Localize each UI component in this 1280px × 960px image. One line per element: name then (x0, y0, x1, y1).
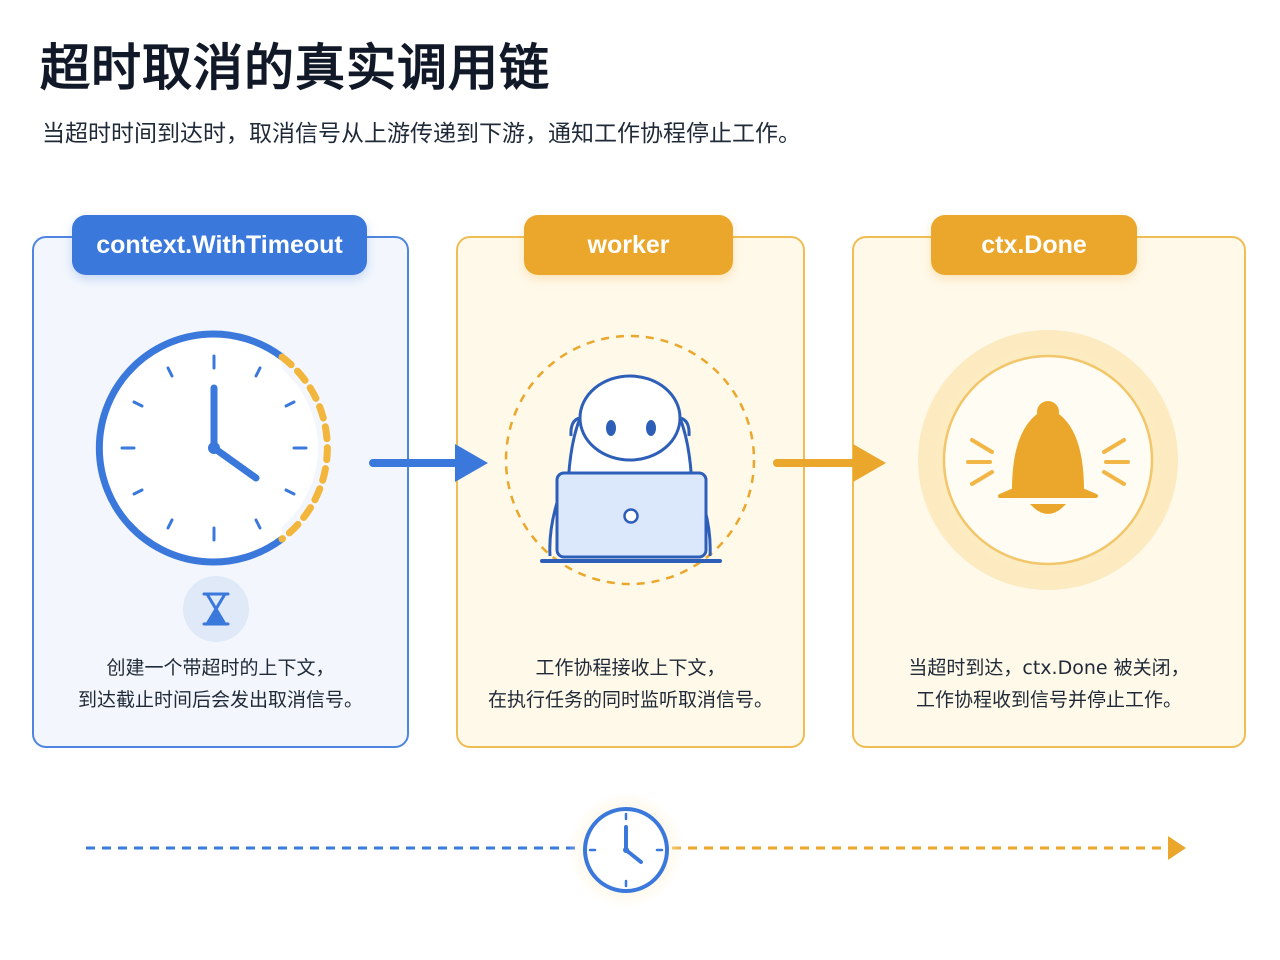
step-card-with-timeout (32, 236, 409, 748)
step-label-ctx-done: ctx.Done (931, 215, 1137, 275)
timeline (86, 836, 1186, 860)
step-label-worker: worker (524, 215, 733, 275)
step-desc-ctx-done: 当超时到达，ctx.Done 被关闭， 工作协程收到信号并停止工作。 (852, 652, 1246, 716)
step-desc-line: 当超时到达，ctx.Done 被关闭， (908, 657, 1190, 679)
step-desc-line: 在执行任务的同时监听取消信号。 (487, 689, 773, 711)
step-desc-line: 工作协程接收上下文， (535, 657, 726, 679)
step-desc-line: 到达截止时间后会发出取消信号。 (77, 689, 363, 711)
step-desc-with-timeout: 创建一个带超时的上下文， 到达截止时间后会发出取消信号。 (32, 652, 409, 716)
hourglass-icon (183, 576, 249, 642)
step-desc-line: 工作协程收到信号并停止工作。 (915, 689, 1182, 711)
step-desc-worker: 工作协程接收上下文， 在执行任务的同时监听取消信号。 (456, 652, 805, 716)
page-subtitle: 当超时时间到达时，取消信号从上游传递到下游，通知工作协程停止工作。 (42, 121, 801, 147)
page-title: 超时取消的真实调用链 (40, 39, 550, 97)
robot-laptop-icon (504, 334, 756, 586)
step-desc-line: 创建一个带超时的上下文， (106, 657, 335, 679)
clock-icon (95, 330, 331, 566)
flow-arrow-1 (369, 444, 488, 482)
bell-icon (918, 330, 1178, 590)
flow-arrow-2 (773, 444, 886, 482)
step-label-with-timeout: context.WithTimeout (72, 215, 367, 275)
timeline-clock-icon (568, 792, 684, 908)
